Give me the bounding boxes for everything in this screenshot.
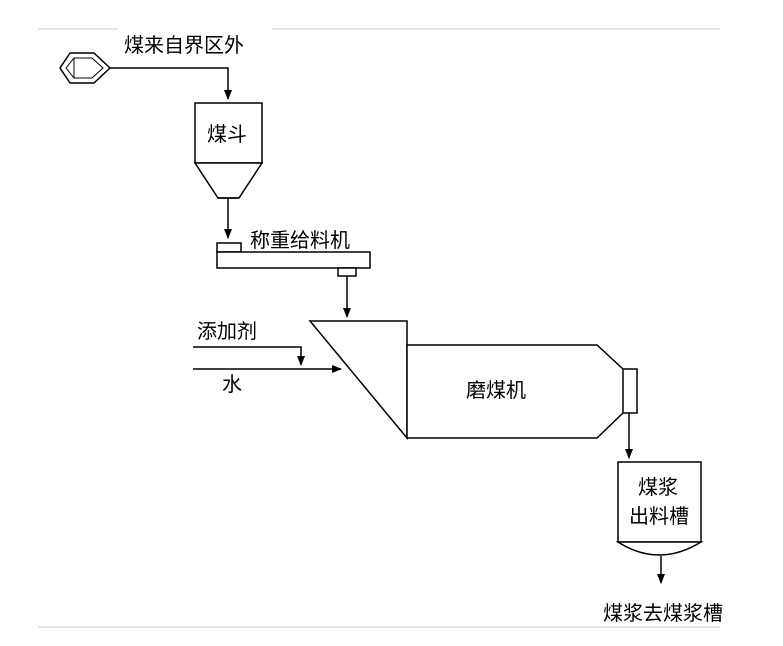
coal-source-connector-icon bbox=[59, 52, 112, 84]
weigh-feeder-label: 称重给料机 bbox=[250, 228, 350, 252]
mill-label: 磨煤机 bbox=[466, 378, 526, 402]
slurry-tank-label-line1: 煤浆 bbox=[638, 475, 678, 499]
slurry-out-label: 煤浆去煤浆槽 bbox=[603, 601, 723, 625]
coal-hopper bbox=[193, 102, 264, 199]
coal-source-label: 煤来自界区外 bbox=[124, 33, 244, 57]
additive-label: 添加剂 bbox=[197, 319, 257, 343]
coal-feed-line bbox=[110, 67, 232, 100]
additive-line bbox=[193, 346, 305, 366]
water-label: 水 bbox=[222, 372, 242, 396]
coal-hopper-label: 煤斗 bbox=[207, 122, 247, 146]
slurry-outlet-tank bbox=[615, 461, 704, 556]
slurry-tank-label-line2: 出料槽 bbox=[629, 504, 689, 528]
weigh-feeder bbox=[216, 242, 371, 277]
coal-mill bbox=[308, 320, 638, 441]
